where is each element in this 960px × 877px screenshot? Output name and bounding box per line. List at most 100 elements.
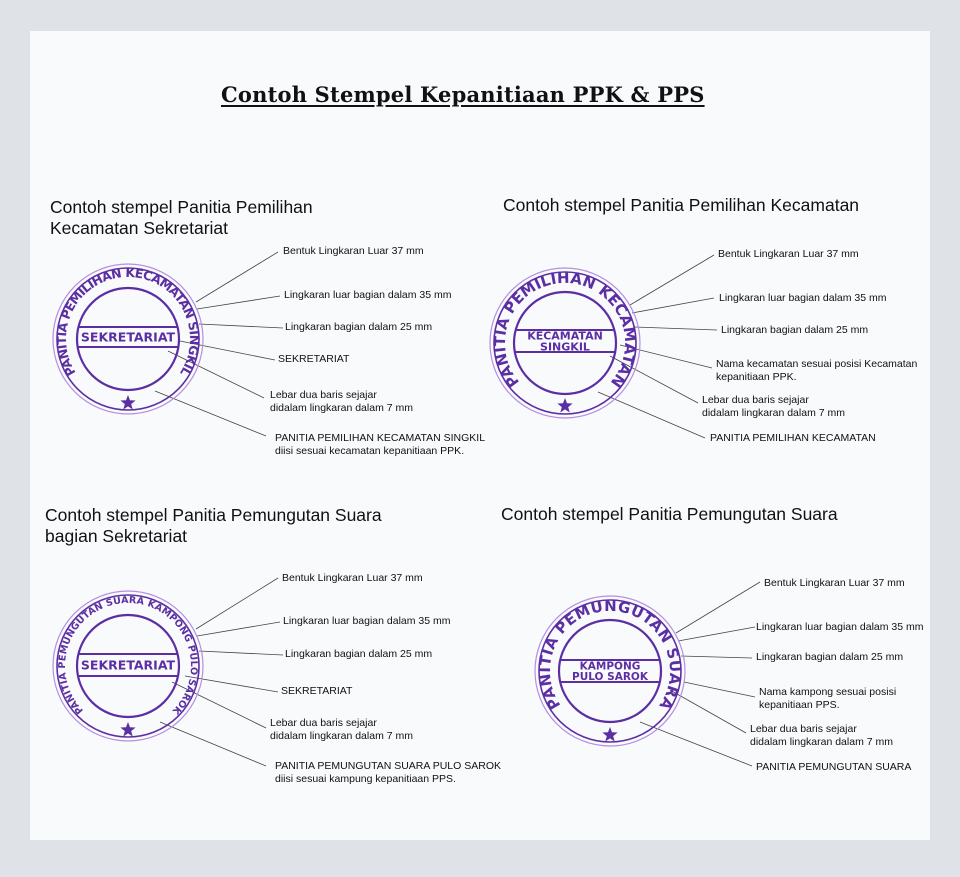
note-line: Lingkaran luar bagian dalam 35 mm [284, 289, 452, 301]
note-line: diisi sesuai kampung kepanitiaan PPS. [275, 772, 456, 785]
panel-2-note-inner-ring-35mm: Lingkaran luar bagian dalam 35 mm [719, 292, 887, 305]
panel-3-heading-line-1: Contoh stempel Panitia Pemungutan Suara [45, 505, 382, 525]
note-line: didalam lingkaran dalam 7 mm [702, 406, 845, 419]
panel-3-note-band-label: SEKRETARIAT [281, 685, 352, 698]
note-line: Lingkaran bagian dalam 25 mm [285, 321, 433, 333]
note-line: Bentuk Lingkaran Luar 37 mm [282, 572, 423, 584]
note-line: Lingkaran bagian dalam 25 mm [285, 648, 433, 660]
panel-1-note-inner-ring-35mm: Lingkaran luar bagian dalam 35 mm [284, 289, 452, 302]
leader-line [195, 251, 279, 303]
note-line: Lebar dua baris sejajar [270, 389, 377, 401]
note-line: Nama kampong sesuai posisi [759, 686, 897, 698]
panel-1-heading-line-2: Kecamatan Sekretariat [50, 218, 229, 238]
note-line: didalam lingkaran dalam 7 mm [270, 729, 413, 742]
note-line: Lingkaran luar bagian dalam 35 mm [283, 615, 451, 627]
panel-4-note-arc-text: PANITIA PEMUNGUTAN SUARA [756, 761, 911, 774]
note-line: didalam lingkaran dalam 7 mm [750, 735, 893, 748]
panel-3-heading-line-2: bagian Sekretariat [45, 526, 188, 546]
leader-line [179, 340, 276, 361]
band-text: PULO SAROK [572, 671, 649, 683]
panel-4-note-band-width: Lebar dua baris sejajar didalam lingkara… [750, 723, 893, 748]
panel-2-note-arc-text: PANITIA PEMILIHAN KECAMATAN [710, 432, 876, 445]
leader-line [184, 675, 279, 693]
note-line: kepanitiaan PPK. [716, 370, 797, 383]
leader-line [196, 621, 281, 637]
outer-circle-37mm [489, 267, 641, 419]
panel-1-note-arc-text: PANITIA PEMILIHAN KECAMATAN SINGKIL diis… [275, 432, 485, 457]
inner-circle-25mm [512, 290, 618, 396]
band-text: SEKRETARIAT [81, 658, 176, 673]
panel-2-note-inner-25mm: Lingkaran bagian dalam 25 mm [721, 324, 868, 337]
leader-line [631, 297, 715, 314]
panel-3-heading: Contoh stempel Panitia Pemungutan Suara … [45, 505, 382, 547]
inner-circle-25mm [75, 286, 181, 392]
note-line: Lebar dua baris sejajar [270, 717, 377, 729]
note-line: Lingkaran bagian dalam 25 mm [721, 324, 869, 336]
panel-1-note-band-width: Lebar dua baris sejajar didalam lingkara… [270, 389, 413, 414]
page-title: Contoh Stempel Kepanitiaan PPK & PPS [221, 82, 705, 107]
panel-2-note-outer-37mm: Bentuk Lingkaran Luar 37 mm [718, 248, 859, 261]
leader-line [639, 721, 753, 767]
band-text: KAMPONG [580, 661, 641, 673]
note-line: PANITIA PEMILIHAN KECAMATAN [710, 432, 876, 444]
panel-3-note-band-width: Lebar dua baris sejajar didalam lingkara… [270, 717, 413, 742]
panel-4-note-outer-37mm: Bentuk Lingkaran Luar 37 mm [764, 577, 905, 590]
leader-line [196, 295, 281, 310]
arc-text: PANITIA PEMUNGUTAN SUARA [536, 597, 684, 713]
outer-inner-circle-35mm [538, 599, 682, 743]
note-line: PANITIA PEMUNGUTAN SUARA [756, 761, 912, 773]
note-line: Bentuk Lingkaran Luar 37 mm [718, 248, 859, 260]
star-icon [120, 395, 136, 410]
panel-1-heading: Contoh stempel Panitia Pemilihan Kecamat… [50, 197, 313, 239]
leader-line [195, 577, 279, 630]
leader-line [597, 391, 706, 439]
star-icon [557, 398, 573, 413]
outer-circle-37mm [534, 595, 686, 747]
leader-line [198, 650, 284, 656]
note-line: Lebar dua baris sejajar [750, 723, 857, 735]
note-line: SEKRETARIAT [278, 353, 350, 365]
note-line: Lingkaran bagian dalam 25 mm [756, 651, 904, 663]
panel-1-note-outer-37mm: Bentuk Lingkaran Luar 37 mm [283, 245, 424, 258]
band-text: SEKRETARIAT [81, 330, 176, 345]
leader-line [633, 326, 718, 331]
band-text: SINGKIL [540, 341, 590, 354]
note-line: PANITIA PEMILIHAN KECAMATAN SINGKIL [275, 432, 486, 444]
outer-inner-circle-35mm [493, 271, 637, 415]
panel-2-heading-line-1: Contoh stempel Panitia Pemilihan Kecamat… [503, 195, 860, 215]
panel-2-heading: Contoh stempel Panitia Pemilihan Kecamat… [503, 195, 859, 216]
note-line: diisi sesuai kecamatan kepanitiaan PPK. [275, 444, 465, 457]
note-line: Lebar dua baris sejajar [702, 394, 809, 406]
outer-circle-37mm [52, 590, 204, 742]
leader-line [683, 681, 756, 698]
star-icon [602, 727, 618, 742]
panel-3-note-arc-text: PANITIA PEMUNGUTAN SUARA PULO SAROK diis… [275, 760, 501, 785]
inner-circle-25mm [557, 618, 663, 724]
outer-circle-37mm [52, 263, 204, 415]
outer-inner-circle-35mm [56, 594, 200, 738]
band-text: KECAMATAN [527, 330, 603, 343]
diagram-sheet [30, 31, 930, 840]
leader-line [171, 681, 267, 729]
panel-1-note-inner-25mm: Lingkaran bagian dalam 25 mm [285, 321, 432, 334]
note-line: SEKRETARIAT [281, 685, 353, 697]
panel-3-note-inner-ring-35mm: Lingkaran luar bagian dalam 35 mm [283, 615, 451, 628]
panel-2-note-band-width: Lebar dua baris sejajar didalam lingkara… [702, 394, 845, 419]
panel-1-note-band-label: SEKRETARIAT [278, 353, 349, 366]
leader-line [159, 721, 267, 767]
note-line: Lingkaran luar bagian dalam 35 mm [719, 292, 887, 304]
leader-line [198, 323, 284, 329]
leader-line [609, 355, 699, 404]
leader-line [677, 626, 756, 642]
arc-text: PANITIA PEMILIHAN KECAMATAN SINGKIL [54, 265, 202, 379]
note-line: kepanitiaan PPS. [759, 698, 840, 711]
note-line: Bentuk Lingkaran Luar 37 mm [764, 577, 905, 589]
note-line: Nama kecamatan sesuai posisi Kecamatan [716, 358, 918, 370]
leader-line [167, 350, 265, 399]
panel-4-note-inner-25mm: Lingkaran bagian dalam 25 mm [756, 651, 903, 664]
